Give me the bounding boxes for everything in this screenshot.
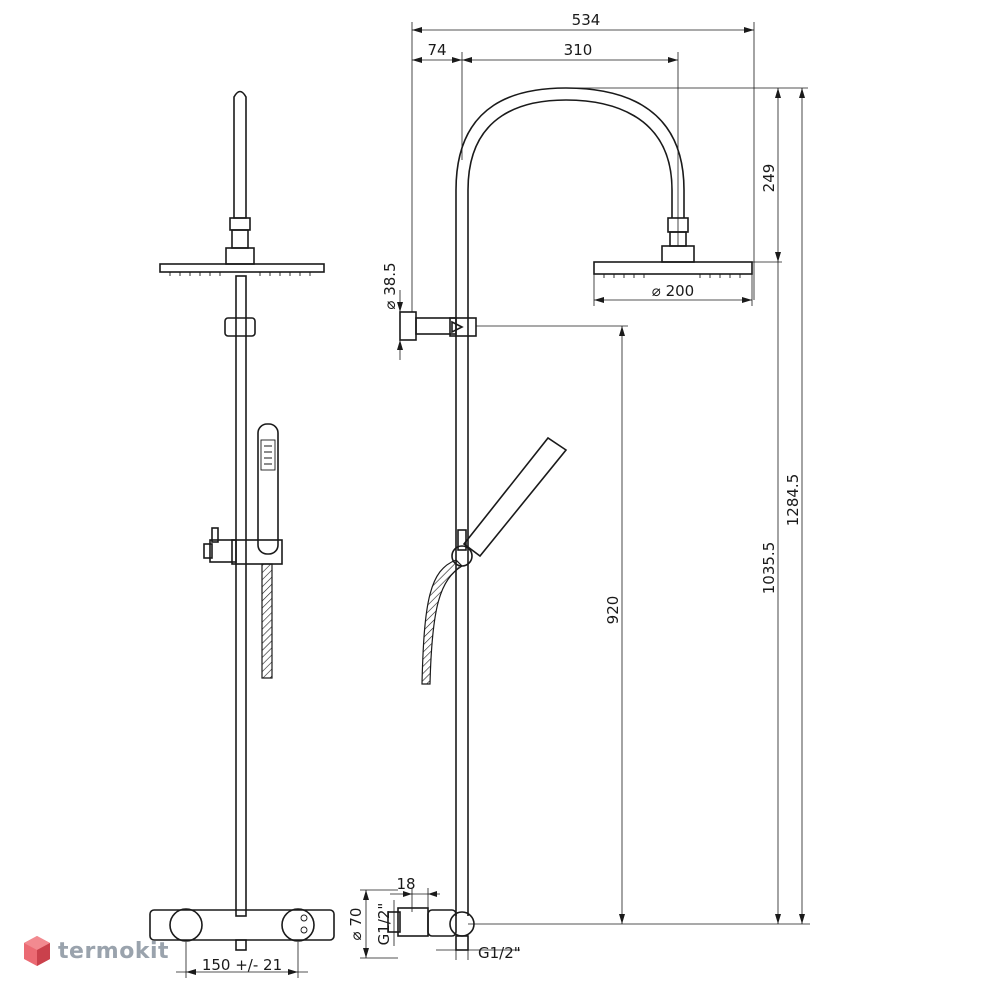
front-mixer-body xyxy=(149,909,335,941)
side-gooseneck-inner xyxy=(467,99,673,916)
front-mixer-left-handle xyxy=(169,908,203,942)
front-mixer-outlet xyxy=(235,939,247,951)
dim-bracket-height: 920 xyxy=(604,596,622,625)
side-hose xyxy=(421,559,463,685)
side-slider xyxy=(457,529,467,551)
front-main-rod xyxy=(235,275,247,917)
dim-head-diameter: ⌀ 200 xyxy=(652,282,694,300)
termokit-logo-icon xyxy=(24,936,50,966)
dim-arm-reach: 310 xyxy=(564,41,593,59)
front-head-mount xyxy=(225,247,255,265)
side-view xyxy=(387,87,753,951)
dim-total-height: 1284.5 xyxy=(784,474,802,527)
front-nozzles xyxy=(169,272,311,276)
front-mixer-right-handle xyxy=(281,908,315,942)
dimension-labels: 534 74 310 249 ⌀ 200 ⌀ 38.5 920 1035.5 1… xyxy=(202,11,802,974)
side-outlet xyxy=(455,935,469,951)
side-gooseneck-outer xyxy=(455,87,685,916)
dimension-lines xyxy=(176,22,810,978)
side-nozzles xyxy=(603,274,741,278)
side-mixer-connector xyxy=(427,909,457,937)
side-wall-plate xyxy=(399,311,417,341)
front-nut-lower xyxy=(231,229,249,249)
dim-overall-width: 534 xyxy=(572,11,601,29)
front-view xyxy=(149,90,335,951)
dim-wall-offset: 74 xyxy=(427,41,446,59)
side-clamp xyxy=(449,317,477,337)
side-hand-shower xyxy=(462,436,568,558)
front-upper-bracket xyxy=(224,317,256,337)
side-mixer-body xyxy=(397,907,429,937)
dim-mixer-depth: 18 xyxy=(396,875,415,893)
side-head-mount xyxy=(661,245,695,263)
watermark-text: termokit xyxy=(58,938,170,964)
front-slider-knob xyxy=(209,539,237,563)
side-shower-head xyxy=(593,261,753,275)
front-nut xyxy=(229,217,251,231)
dim-head-drop: 249 xyxy=(760,164,778,193)
front-hose xyxy=(261,563,273,679)
front-hand-shower xyxy=(257,423,279,555)
watermark: termokit xyxy=(22,934,169,968)
dim-inlet-thread-side: G1/2" xyxy=(375,903,393,946)
front-hand-nozzles xyxy=(260,439,276,471)
dim-wall-bracket-diameter: ⌀ 38.5 xyxy=(381,262,399,309)
side-wall-arm xyxy=(415,317,457,335)
front-slider xyxy=(231,539,283,565)
dim-mixer-diameter: ⌀ 70 xyxy=(347,908,365,941)
dim-inlet-spacing: 150 +/- 21 xyxy=(202,956,282,974)
dim-outlet-thread: G1/2" xyxy=(478,944,521,962)
front-top-rod xyxy=(233,90,247,219)
front-shower-head xyxy=(159,263,325,273)
dim-head-height: 1035.5 xyxy=(760,542,778,595)
